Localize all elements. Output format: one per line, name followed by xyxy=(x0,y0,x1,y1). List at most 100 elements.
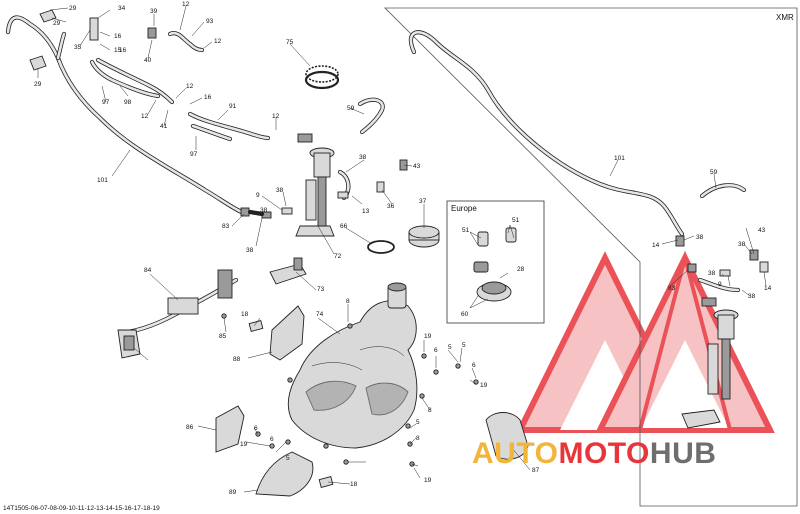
watermark-moto: MOTO xyxy=(558,437,649,470)
callout-29-b: 29 xyxy=(53,20,61,27)
callout-91: 91 xyxy=(229,103,237,110)
callout-59: 59 xyxy=(347,105,355,112)
hose-93 xyxy=(89,17,205,53)
fuel-cap-37 xyxy=(408,225,440,248)
callout-38-e: 38 xyxy=(696,234,704,241)
callout-6-a: 6 xyxy=(434,347,438,354)
callout-85-a: 85 xyxy=(219,333,227,340)
callout-12-a: 12 xyxy=(182,1,190,8)
callout-36: 36 xyxy=(387,203,395,210)
vent-line-101-left xyxy=(5,9,249,217)
sender-73 xyxy=(269,257,307,285)
callout-29-c: 29 xyxy=(34,81,42,88)
callout-19-d: 19 xyxy=(424,477,432,484)
fuel-tank-74 xyxy=(287,282,418,449)
callout-19-b: 19 xyxy=(480,382,488,389)
watermark-logo xyxy=(515,250,775,433)
callout-16-b: 16 xyxy=(119,47,127,54)
callout-38-b: 38 xyxy=(276,187,284,194)
callout-39: 39 xyxy=(150,8,158,15)
callout-5-a: 5 xyxy=(448,344,452,351)
callout-9: 9 xyxy=(256,192,260,199)
callout-75: 75 xyxy=(286,39,294,46)
callout-87: 87 xyxy=(532,467,540,474)
callout-59-xmr: 59 xyxy=(710,169,718,176)
callout-12-e: 12 xyxy=(272,113,280,120)
callout-19-a: 19 xyxy=(424,333,432,340)
callout-19-c: 19 xyxy=(240,441,248,448)
clip-18 xyxy=(248,320,334,488)
guard-87 xyxy=(485,412,529,460)
callout-101-xmr: 101 xyxy=(614,155,625,162)
callout-38-d: 38 xyxy=(246,247,254,254)
fuel-pump-assembly xyxy=(295,133,351,237)
callout-29-a: 29 xyxy=(69,5,77,12)
callout-88: 88 xyxy=(233,356,241,363)
callout-18-a: 18 xyxy=(241,311,249,318)
europe-valve-left xyxy=(477,231,489,247)
callout-38-g: 38 xyxy=(748,293,756,300)
callout-34: 34 xyxy=(118,5,126,12)
callout-41: 41 xyxy=(160,123,168,130)
callout-15: 15 xyxy=(114,47,122,54)
watermark-hub: HUB xyxy=(650,437,717,470)
watermark-text: AUTOMOTOHUB xyxy=(472,437,716,470)
bracket-86 xyxy=(215,405,245,453)
callout-38-h: 38 xyxy=(708,270,716,277)
bracket-89 xyxy=(255,451,314,497)
callout-6-d: 6 xyxy=(270,436,274,443)
callout-18-b: 18 xyxy=(350,481,358,488)
callout-83-xmr: 83 xyxy=(668,285,676,292)
callout-74: 74 xyxy=(316,311,324,318)
callout-9-xmr: 9 xyxy=(718,281,722,288)
fasteners xyxy=(221,313,479,467)
callout-101: 101 xyxy=(97,177,108,184)
callout-8-a: 8 xyxy=(346,298,350,305)
callout-6-c: 6 xyxy=(254,425,258,432)
fuel-pump-xmr xyxy=(681,297,739,429)
callout-66: 66 xyxy=(340,223,348,230)
drawing-code: 14T1505-06-07-08-09-10-11-12-13-14-15-16… xyxy=(3,505,160,512)
callout-16-a: 16 xyxy=(114,33,122,40)
callout-8-c: 8 xyxy=(416,435,420,442)
callout-37: 37 xyxy=(419,198,427,205)
europe-inset: Europe xyxy=(446,200,545,324)
xmr-inset: XMR xyxy=(384,7,798,507)
callout-97-a: 97 xyxy=(102,99,110,106)
callout-40: 40 xyxy=(144,57,152,64)
callout-73: 73 xyxy=(317,286,325,293)
leader-lines xyxy=(37,5,767,493)
callout-43-xmr: 43 xyxy=(758,227,766,234)
europe-valve-right xyxy=(505,227,517,243)
callout-98: 98 xyxy=(124,99,132,106)
callout-72: 72 xyxy=(334,253,342,260)
callout-5-b: 5 xyxy=(462,342,466,349)
callout-16-c: 16 xyxy=(204,94,212,101)
heat-shield-88 xyxy=(269,305,305,361)
europe-inset-title: Europe xyxy=(451,204,477,213)
watermark-auto: AUTO xyxy=(472,437,558,470)
callout-84: 84 xyxy=(144,267,152,274)
callout-12-c: 12 xyxy=(141,113,149,120)
callout-38-a: 38 xyxy=(359,154,367,161)
hose-59 xyxy=(357,97,385,135)
callout-13: 13 xyxy=(362,208,370,215)
callout-51-b: 51 xyxy=(512,217,520,224)
callout-38-f: 38 xyxy=(738,241,746,248)
callout-83: 83 xyxy=(222,223,230,230)
gasket-66 xyxy=(367,240,395,254)
callout-86: 86 xyxy=(186,424,194,431)
fittings xyxy=(240,159,408,219)
callout-6-b: 6 xyxy=(472,362,476,369)
callout-97-b: 97 xyxy=(190,151,198,158)
europe-fitting xyxy=(473,261,489,273)
callout-51-a: 51 xyxy=(462,227,470,234)
callout-labels: 29 29 29 34 16 35 15 16 39 40 12 93 12 9… xyxy=(34,1,772,496)
callout-35: 35 xyxy=(74,44,82,51)
callout-28: 28 xyxy=(517,266,525,273)
callout-89: 89 xyxy=(229,489,237,496)
callout-14-b: 14 xyxy=(764,285,772,292)
callout-5-c: 5 xyxy=(286,455,290,462)
callout-14-a: 14 xyxy=(652,242,660,249)
